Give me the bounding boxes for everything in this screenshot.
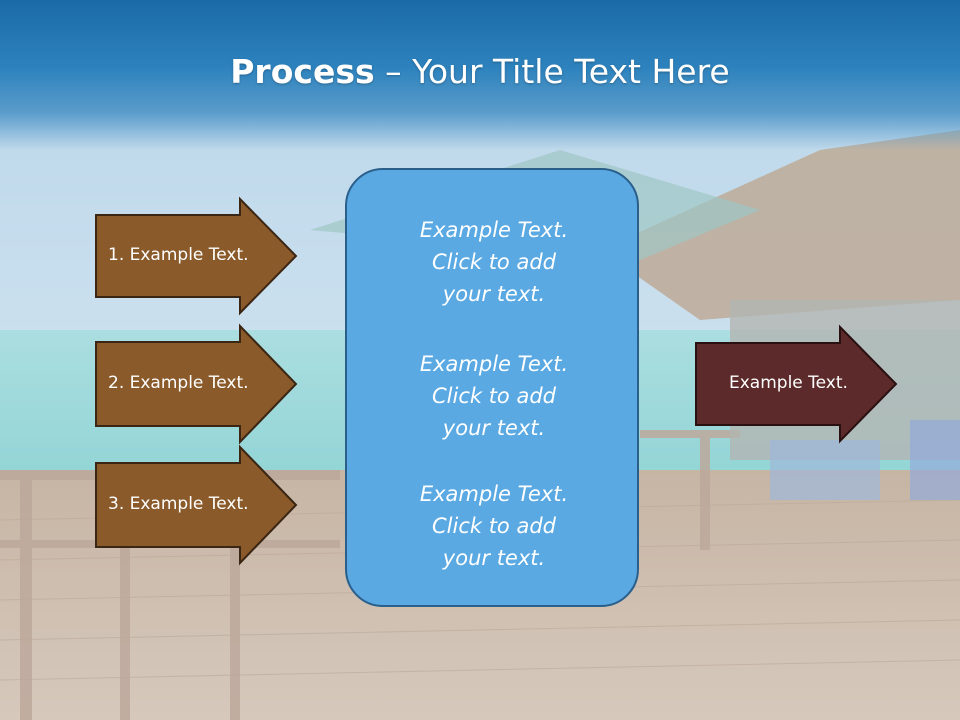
title-rest: – Your Title Text Here xyxy=(374,52,730,91)
text-block-2[interactable]: Example Text. Click to add your text. xyxy=(347,348,641,444)
text-line: Example Text. xyxy=(419,218,569,242)
left-arrow-3-label: 3. Example Text. xyxy=(108,494,249,514)
left-arrow-1[interactable] xyxy=(95,196,298,316)
text-line: Example Text. xyxy=(419,352,569,376)
text-line: your text. xyxy=(442,416,546,440)
text-block-1[interactable]: Example Text. Click to add your text. xyxy=(347,214,641,310)
text-line: your text. xyxy=(442,546,546,570)
left-arrow-2-label: 2. Example Text. xyxy=(108,373,249,393)
title-banner xyxy=(0,0,960,150)
left-arrow-1-label: 1. Example Text. xyxy=(108,245,249,265)
text-line: Example Text. xyxy=(419,482,569,506)
left-arrow-3[interactable] xyxy=(95,444,298,566)
right-arrow-label: Example Text. xyxy=(729,373,848,393)
left-arrow-2[interactable] xyxy=(95,323,298,445)
slide-title: Process – Your Title Text Here xyxy=(0,52,960,91)
text-block-3[interactable]: Example Text. Click to add your text. xyxy=(347,478,641,574)
title-bold: Process xyxy=(230,52,375,91)
text-line: your text. xyxy=(442,282,546,306)
text-line: Click to add xyxy=(431,384,556,408)
right-arrow[interactable] xyxy=(695,324,898,444)
text-line: Click to add xyxy=(431,514,556,538)
text-line: Click to add xyxy=(431,250,556,274)
center-text-box[interactable]: Example Text. Click to add your text. Ex… xyxy=(345,168,639,607)
